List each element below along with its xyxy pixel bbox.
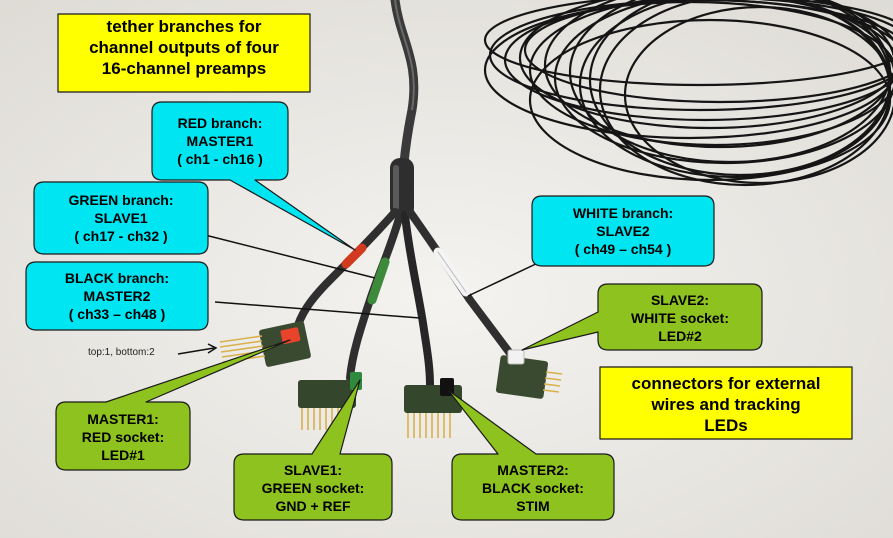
connectors-line-1: connectors for external: [631, 374, 821, 393]
title-line-3: 16-channel preamps: [101, 59, 267, 78]
title-line-2: channel outputs of four: [89, 38, 279, 57]
callout-shapes: [25, 13, 853, 521]
branch-cables: [292, 208, 516, 389]
master2-socket-line-3: STIM: [516, 498, 550, 514]
pin-order-note: top:1, bottom:2: [88, 347, 155, 358]
master1-socket-callout: MASTER1: RED socket: LED#1: [56, 410, 190, 464]
title-callout: tether branches for channel outputs of f…: [58, 16, 310, 79]
white-branch-line-3: ( ch49 – ch54 ): [574, 241, 672, 257]
pointer-lines: [177, 234, 541, 355]
connectors-line-2: wires and tracking: [651, 395, 801, 414]
red-branch-line-3: ( ch1 - ch16 ): [177, 151, 263, 167]
slave2-socket-line-3: LED#2: [658, 328, 702, 344]
white-branch-line-1: WHITE branch:: [572, 205, 674, 221]
connector-slave2: [495, 349, 563, 399]
slave1-socket-line-3: GND + REF: [275, 498, 351, 514]
slave2-socket-line-1: SLAVE2:: [650, 292, 710, 308]
slave1-socket-line-1: SLAVE1:: [283, 462, 343, 478]
master2-socket-line-2: BLACK socket:: [482, 480, 584, 496]
red-branch-line-1: RED branch:: [177, 115, 263, 131]
black-branch-line-3: ( ch33 – ch48 ): [68, 306, 166, 322]
slave1-socket-line-2: GREEN socket:: [261, 480, 365, 496]
red-branch-line-2: MASTER1: [186, 133, 254, 149]
black-branch-callout: BLACK branch: MASTER2 ( ch33 – ch48 ): [26, 269, 208, 323]
black-branch-line-2: MASTER2: [83, 288, 151, 304]
slave2-socket-line-2: WHITE socket:: [630, 310, 729, 326]
master2-socket-callout: MASTER2: BLACK socket: STIM: [452, 461, 614, 515]
white-branch-callout: WHITE branch: SLAVE2 ( ch49 – ch54 ): [532, 204, 714, 258]
main-tether: [390, 0, 419, 218]
white-branch-line-2: SLAVE2: [596, 223, 650, 239]
green-branch-callout: GREEN branch: SLAVE1 ( ch17 - ch32 ): [34, 191, 208, 245]
slave2-socket-callout: SLAVE2: WHITE socket: LED#2: [598, 291, 762, 345]
slave1-socket-callout: SLAVE1: GREEN socket: GND + REF: [234, 461, 392, 515]
connectors-callout: connectors for external wires and tracki…: [600, 373, 852, 436]
connector-slave1: [298, 372, 362, 430]
green-branch-line-3: ( ch17 - ch32 ): [74, 228, 168, 244]
connectors-line-3: LEDs: [704, 416, 748, 435]
title-line-1: tether branches for: [106, 17, 262, 36]
black-branch-line-1: BLACK branch:: [64, 270, 170, 286]
red-branch-callout: RED branch: MASTER1 ( ch1 - ch16 ): [152, 114, 288, 168]
master2-socket-line-1: MASTER2:: [497, 462, 569, 478]
master1-socket-line-2: RED socket:: [81, 429, 165, 445]
green-branch-line-1: GREEN branch:: [68, 192, 174, 208]
master1-socket-line-1: MASTER1:: [87, 411, 159, 427]
coiled-cable: [483, 0, 893, 187]
green-branch-line-2: SLAVE1: [94, 210, 148, 226]
master1-socket-line-3: LED#1: [101, 447, 145, 463]
